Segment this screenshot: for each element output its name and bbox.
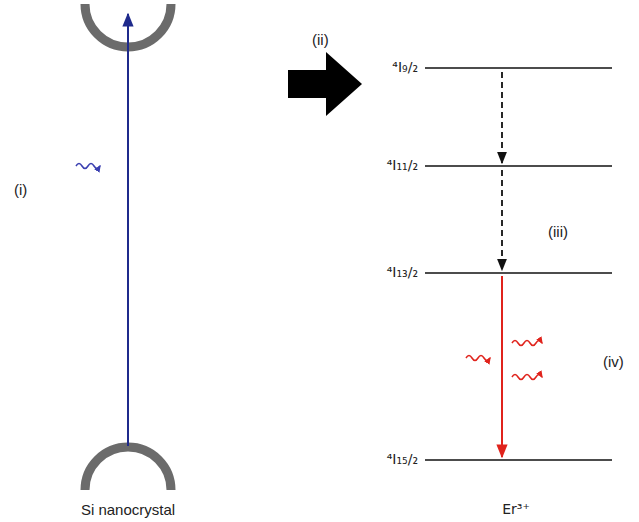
caption-label: Si nanocrystal — [81, 502, 175, 519]
step-number: (iii) — [548, 224, 568, 241]
transfer-arrow — [288, 52, 362, 116]
photon-wave — [512, 375, 542, 380]
energy-level — [425, 272, 612, 274]
step-number: (i) — [14, 182, 27, 199]
photon-wave — [76, 164, 100, 169]
step-number: (ii) — [312, 32, 329, 49]
relaxation-arrow — [501, 170, 503, 270]
level-name: ⁴I₁₅/₂ — [387, 452, 418, 467]
level-name: ⁴I₁₁/₂ — [387, 158, 418, 173]
caption-label: Er³⁺ — [502, 502, 530, 517]
step-number: (iv) — [603, 354, 624, 371]
emission-arrow — [501, 276, 503, 457]
valence-band — [85, 447, 171, 490]
energy-level — [425, 67, 612, 69]
excitation-arrow — [127, 14, 129, 446]
level-name: ⁴I₁₃/₂ — [387, 265, 418, 280]
energy-level — [425, 165, 612, 167]
level-name: ⁴I₉/₂ — [392, 60, 418, 75]
energy-level — [425, 459, 612, 461]
photon-wave — [512, 341, 542, 346]
relaxation-arrow — [501, 72, 503, 163]
photon-wave — [466, 356, 490, 361]
